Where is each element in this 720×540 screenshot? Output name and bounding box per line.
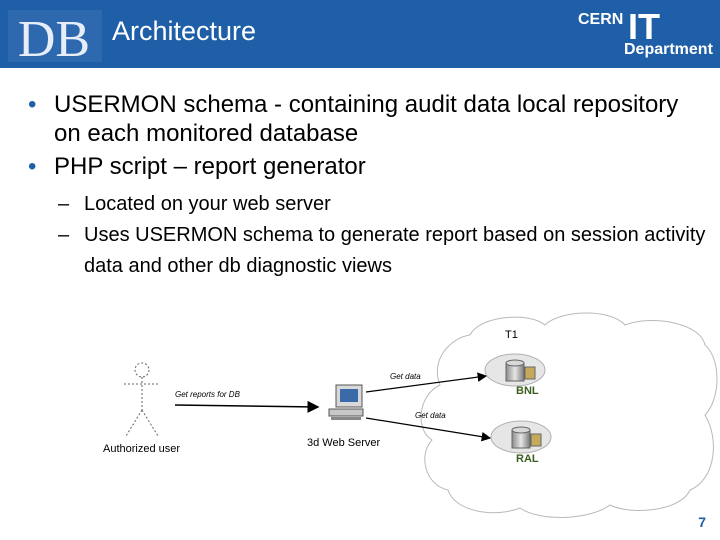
get-data-arrow-bottom (365, 417, 492, 442)
t1-cloud (420, 312, 718, 518)
svg-text:IT: IT (628, 6, 660, 47)
bullet-item: • USERMON schema - containing audit data… (28, 90, 708, 148)
database-icon (484, 353, 546, 387)
sub-bullet-text: Uses USERMON schema to generate report b… (84, 224, 706, 277)
sub-bullet-item: – Located on your web server (28, 189, 708, 220)
bullet-mark: • (28, 91, 37, 118)
bullet-item: • PHP script – report generator (28, 152, 708, 181)
get-data-label-top: Get data (390, 372, 421, 381)
page-number: 7 (698, 514, 706, 530)
bullet-mark: • (28, 153, 37, 180)
sub-bullet-item: – Uses USERMON schema to generate report… (28, 220, 708, 282)
svg-text:Department: Department (624, 41, 714, 58)
svg-text:CERN: CERN (578, 11, 623, 28)
computer-icon (328, 384, 364, 420)
server-label: 3d Web Server (307, 437, 381, 449)
cern-it-logo: CERN IT Department (570, 4, 716, 64)
stick-figure-icon (124, 362, 160, 437)
bullet-list: • USERMON schema - containing audit data… (28, 90, 708, 282)
bullet-text: PHP script – report generator (54, 153, 366, 180)
slide-header: DB Architecture CERN IT Department (0, 0, 720, 68)
user-label: Authorized user (103, 443, 180, 455)
svg-text:DB: DB (18, 11, 90, 66)
db-logo: DB (6, 6, 104, 68)
get-data-arrow-top (365, 372, 488, 393)
request-arrow (174, 400, 320, 413)
slide-title: Architecture (112, 16, 257, 46)
sub-bullet-mark: – (58, 193, 70, 215)
db-label-ral: RAL (516, 453, 539, 465)
database-icon (490, 420, 552, 454)
cloud-label: T1 (505, 329, 518, 341)
get-data-label-bottom: Get data (415, 411, 446, 420)
request-label: Get reports for DB (175, 390, 241, 399)
bullet-text: USERMON schema - containing audit data l… (54, 91, 679, 147)
sub-bullet-text: Located on your web server (84, 193, 331, 215)
sub-bullet-mark: – (58, 224, 70, 246)
db-label-bnl: BNL (516, 385, 539, 397)
